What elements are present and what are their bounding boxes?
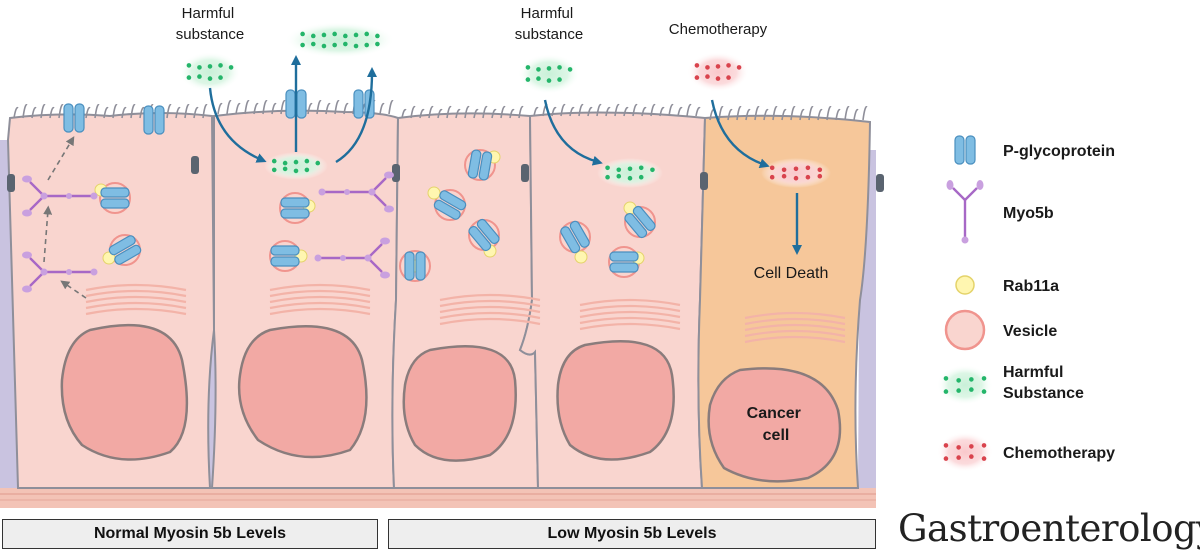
p-glycoprotein-icon (100, 187, 130, 209)
vesicle-icon (279, 192, 316, 224)
harmful-substance-cloud (264, 152, 328, 180)
cell-death-label: Cell Death (754, 265, 829, 282)
membrane-p-glycoprotein-icon (143, 105, 165, 135)
legend-harmful-substance-icon (937, 365, 993, 405)
legend-label-vesicle: Vesicle (1003, 323, 1057, 340)
nucleus-2 (237, 325, 368, 459)
legend-chemotherapy-icon (937, 432, 993, 472)
panel-label-normal: Normal Myosin 5b Levels (2, 519, 378, 549)
nucleus-3 (402, 345, 517, 462)
p-glycoprotein-icon (609, 251, 639, 273)
harmful-substance-cloud (518, 54, 580, 94)
harmful-substance-cloud (179, 52, 241, 92)
p-glycoprotein-icon (468, 218, 500, 252)
chemotherapy-label: Chemotherapy (669, 21, 768, 38)
legend-label-pgp: P-glycoprotein (1003, 143, 1115, 160)
harmful-substance-label-1: Harmful substance (176, 5, 244, 43)
membrane-p-glycoprotein-icon (63, 103, 85, 133)
vesicle-icon (623, 201, 656, 239)
p-glycoprotein-icon (404, 251, 426, 281)
nucleus-4 (556, 340, 675, 461)
cancer-cell-label: Cancer cell (747, 405, 806, 444)
harmful-substance-cloud (285, 22, 395, 58)
harmful-substance-cloud (597, 158, 663, 188)
legend-myo5b-icon (946, 180, 984, 244)
p-glycoprotein-icon (108, 235, 142, 265)
golgi-apparatus (85, 283, 846, 344)
chemotherapy-cloud (761, 158, 831, 188)
vesicle-icon (427, 186, 467, 221)
legend-vesicle-icon (944, 309, 986, 351)
journal-logo: Gastroenterology (898, 507, 1200, 550)
myo5b-icon (314, 237, 390, 279)
legend-p-glycoprotein-icon (954, 135, 976, 165)
vesicle-icon (608, 246, 645, 278)
p-glycoprotein-icon (270, 245, 300, 267)
transport-arrows (43, 136, 87, 299)
vesicle-icon (559, 220, 591, 264)
chemotherapy-cloud (687, 52, 749, 92)
harmful-substance-label-2: Harmful substance (515, 5, 583, 43)
legend-rab11a-icon (955, 275, 975, 295)
vesicle-icon (399, 250, 431, 282)
legend-label-rab11a: Rab11a (1003, 278, 1059, 295)
vesicle-icon (94, 182, 131, 214)
p-glycoprotein-icon (624, 205, 656, 239)
myo5b-icon (318, 171, 394, 213)
tight-junctions (7, 156, 884, 192)
vesicle-icon (468, 218, 500, 258)
p-glycoprotein-icon (560, 220, 590, 254)
myo5b-icon (22, 175, 98, 217)
cancer-nucleus (707, 367, 842, 483)
vesicle-icon (269, 240, 308, 272)
vesicle-icon (102, 234, 142, 266)
p-glycoprotein-icon (280, 197, 310, 219)
microvilli (13, 99, 868, 121)
nucleus-1 (60, 323, 189, 461)
p-glycoprotein-icon (467, 149, 493, 181)
myo5b-icon (22, 251, 98, 293)
vesicle-icon (464, 149, 501, 181)
basement-membrane (0, 488, 876, 508)
p-glycoprotein-icon (433, 190, 467, 220)
flow-arrows (208, 55, 802, 255)
panel-label-low: Low Myosin 5b Levels (388, 519, 876, 549)
legend-label-myo5b: Myo5b (1003, 205, 1054, 222)
legend-label-chemo: Chemotherapy (1003, 445, 1115, 462)
